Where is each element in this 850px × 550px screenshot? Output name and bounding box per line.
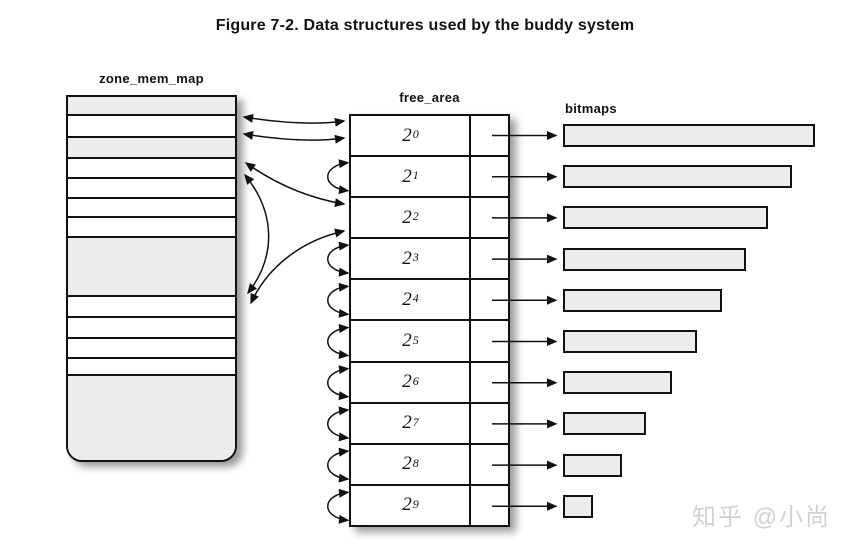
- self-loop-arrow: [327, 159, 350, 195]
- zone-row: [68, 138, 235, 159]
- self-loop-arrow: [327, 447, 350, 483]
- order-base: 2: [402, 412, 412, 434]
- free-area-pointer-cell: [469, 485, 508, 525]
- zone-row: [68, 218, 235, 238]
- bitmap-bar: [563, 494, 593, 518]
- order-exponent: 3: [412, 250, 419, 265]
- free-area-label: free_area: [399, 90, 460, 105]
- zone-row: [68, 116, 235, 138]
- self-loop-arrow: [327, 406, 350, 442]
- bitmap-bar: [563, 330, 697, 353]
- zone-row: [68, 199, 235, 218]
- zone-mem-map-box: [66, 95, 237, 462]
- free-area-pointer-cell: [469, 362, 508, 402]
- order-exponent: 1: [412, 168, 419, 183]
- zone-row: [68, 318, 235, 339]
- zone-free-link-arrow: [242, 130, 346, 144]
- order-base: 2: [402, 165, 412, 187]
- bitmap-bar: [563, 206, 768, 230]
- order-base: 2: [402, 371, 412, 393]
- order-exponent: 9: [412, 496, 419, 511]
- free-area-pointer-cell: [469, 444, 508, 484]
- zone-free-link-arrow: [244, 162, 346, 207]
- self-loop-arrow: [327, 241, 350, 277]
- watermark: 知乎 @小尚: [692, 504, 832, 531]
- self-loop-arrow: [327, 282, 350, 318]
- bitmaps-label: bitmaps: [565, 101, 617, 116]
- self-loop-arrow: [327, 488, 350, 524]
- zone-mem-map-label: zone_mem_map: [99, 71, 204, 86]
- zone-row: [68, 339, 235, 359]
- order-base: 2: [402, 453, 412, 475]
- bitmap-bar: [563, 453, 622, 477]
- bitmap-bar: [563, 247, 746, 271]
- figure-title: Figure 7-2. Data structures used by the …: [215, 17, 635, 34]
- zone-free-link-arrow: [242, 113, 346, 127]
- order-exponent: 7: [412, 414, 419, 429]
- self-loop-arrow: [327, 365, 350, 401]
- bitmap-bar: [563, 288, 722, 312]
- zone-row: [68, 179, 235, 199]
- bitmap-bar: [563, 124, 815, 147]
- order-base: 2: [402, 288, 412, 310]
- order-base: 2: [402, 330, 412, 352]
- order-base: 2: [402, 494, 412, 516]
- order-base: 2: [402, 247, 412, 269]
- order-exponent: 8: [412, 455, 419, 470]
- order-exponent: 2: [412, 209, 419, 224]
- bitmap-bar: [563, 165, 792, 189]
- zone-row: [68, 159, 235, 179]
- zone-free-link-arrow: [250, 228, 346, 305]
- order-exponent: 4: [412, 291, 419, 306]
- zone-block-arc-arrow: [244, 173, 270, 295]
- free-area-pointer-cell: [469, 239, 508, 279]
- zone-row: [68, 297, 235, 318]
- zone-row: [68, 238, 235, 297]
- zone-row: [68, 376, 235, 460]
- free-area-pointer-cell: [469, 321, 508, 361]
- free-area-pointer-cell: [469, 157, 508, 197]
- order-base: 2: [402, 206, 412, 228]
- order-exponent: 0: [412, 127, 419, 142]
- free-area-pointer-cell: [469, 116, 508, 156]
- bitmap-bar: [563, 371, 672, 395]
- free-area-pointer-cell: [469, 280, 508, 320]
- free-area-pointer-cell: [469, 198, 508, 238]
- zone-row: [68, 97, 235, 116]
- order-base: 2: [402, 124, 412, 146]
- bitmap-bar: [563, 412, 646, 436]
- free-area-pointer-cell: [469, 403, 508, 443]
- zone-row: [68, 359, 235, 376]
- order-exponent: 6: [412, 373, 419, 388]
- order-exponent: 5: [412, 332, 419, 347]
- self-loop-arrow: [327, 324, 350, 359]
